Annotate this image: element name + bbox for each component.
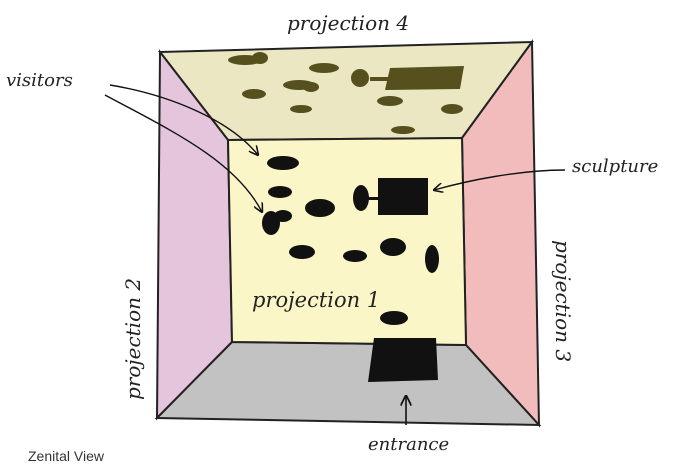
label-projection-1: projection 1 — [252, 288, 380, 312]
label-projection-2: projection 2 — [121, 278, 145, 400]
sculpture-arrow — [434, 169, 566, 190]
label-entrance: entrance — [368, 434, 449, 455]
entrance-passage — [368, 338, 438, 382]
label-projection-4: projection 4 — [287, 11, 409, 35]
label-visitors: visitors — [6, 70, 73, 91]
label-projection-3: projection 3 — [551, 240, 575, 362]
visitors-arrow-1 — [109, 84, 258, 155]
sculpture-block — [378, 178, 428, 215]
visitors-arrow-2 — [104, 94, 262, 212]
view-caption: Zenital View — [28, 448, 105, 464]
center-visitors — [262, 156, 439, 325]
top-wall-visitors — [228, 52, 464, 134]
sculpture-link — [367, 197, 379, 200]
center-projection-surface — [226, 136, 468, 347]
label-sculpture: sculpture — [572, 156, 658, 177]
